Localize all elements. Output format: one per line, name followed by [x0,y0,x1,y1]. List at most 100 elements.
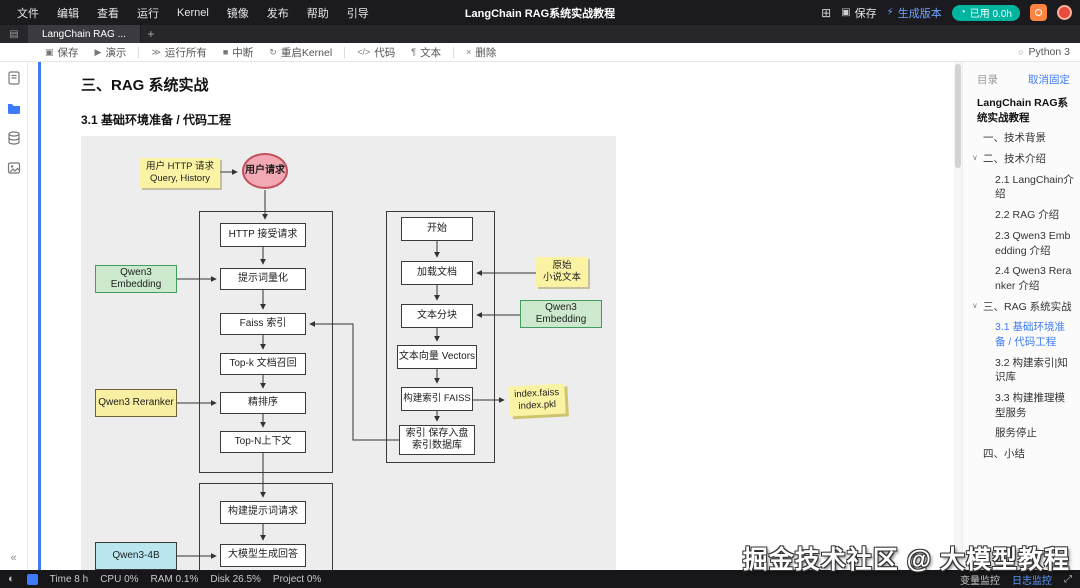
toolbar-restart-kernel-button[interactable]: ↻ 重启Kernel [262,45,339,60]
flow-node-split-text: 文本分块 [401,304,473,328]
log-monitor-button[interactable]: 日志监控 [1012,575,1052,587]
menu-item-image[interactable]: 镜像 [226,7,249,20]
usage-label: 已用 0.0h [969,9,1012,20]
toc-item-3-3-inference[interactable]: 3.3 构建推理模型服务 [995,392,1066,419]
toolbar-code-button[interactable]: </> 代码 [350,45,402,60]
chevron-down-icon[interactable]: ∨ [972,300,978,310]
toc-item-service-stop[interactable]: 服务停止 [995,427,1037,440]
section-heading: 三、RAG 系统实战 [81,77,209,94]
sidebar-notebook-icon[interactable] [6,70,22,86]
statusbar-left: ◐ Time 8 h CPU 0% RAM 0.1% Disk 26.5% Pr… [8,573,321,585]
camera-icon[interactable] [1030,4,1047,21]
metric-time: Time 8 h [49,573,89,585]
variable-monitor-button[interactable]: 变量监控 [960,575,1000,587]
app-logo-badge[interactable] [1057,5,1072,20]
menu-item-help[interactable]: 帮助 [306,7,329,20]
left-icon-rail: « [0,62,28,570]
menu-item-run[interactable]: 运行 [137,7,159,20]
toolbar-delete-button[interactable]: × 删除 [459,45,503,60]
toc-item-root[interactable]: LangChain RAG系统实战教程 [977,97,1068,124]
kernel-indicator[interactable]: ○ Python 3 [1018,46,1070,58]
toc-item-2-1-langchain[interactable]: 2.1 LangChain介绍 [995,173,1074,201]
flash-icon: ⚡ [886,7,894,18]
qwen3-embedding-right-node: Qwen3 Embedding [520,300,602,328]
flow-node-llm-answer: 大模型生成回答 [220,544,306,567]
usage-badge[interactable]: ◔ 已用 0.0h [951,4,1020,21]
qwen3-4b-node: Qwen3-4B [95,542,177,570]
toc-item-3-practice[interactable]: ∨ 三、RAG 系统实战 [963,297,1080,318]
kernel-name: Python 3 [1028,46,1070,58]
save-button[interactable]: ▣ 保存 [841,5,876,21]
toc-item-2-3-embedding[interactable]: 2.3 Qwen3 Embedding 介绍 [995,229,1071,257]
toolbar-run-all-button[interactable]: ≫ 运行所有 [144,45,213,60]
sidebar-toggle-icon[interactable]: ▤ [9,28,19,40]
flow-node-build-prompt: 构建提示词请求 [220,501,306,524]
generate-version-button[interactable]: ⚡ 生成版本 [887,5,942,21]
tab-label: LangChain RAG ... [42,28,126,40]
sidebar-dataset-icon[interactable] [6,130,22,146]
toc-item-2-intro[interactable]: ∨ 二、技术介绍 [963,149,1080,170]
scrollbar-thumb[interactable] [955,64,961,168]
menubar: 文件 编辑 查看 运行 Kernel 镜像 发布 帮助 引导 LangChain… [0,0,1080,25]
vertical-scrollbar [954,62,962,570]
expand-icon[interactable]: ⤢ [1064,573,1072,585]
metric-cpu: CPU 0% [100,573,139,585]
user-node: 用户请求 [242,153,288,189]
save-icon: ▣ [841,7,851,18]
tabbar: ▤ LangChain RAG ... + [0,25,1080,43]
save-label: 保存 [854,7,877,20]
toc-item-1-background[interactable]: 一、技术背景 [983,132,1046,145]
theme-toggle-icon[interactable]: ◐ [8,573,15,585]
project-status-icon[interactable] [26,573,38,585]
rail-bottom-controls: « [10,552,16,564]
flow-node-vectors: 文本向量 Vectors [397,345,477,369]
toc-header: 目录 取消固定 [963,72,1080,93]
toolbar-restart-label: 重启Kernel [280,46,333,59]
apps-grid-icon[interactable]: ⊞ [821,5,832,20]
statusbar: ◐ Time 8 h CPU 0% RAM 0.1% Disk 26.5% Pr… [0,570,1080,588]
retrieval-group-box [199,211,333,473]
toolbar-save-label: 保存 [57,46,79,59]
separator [453,46,455,58]
metric-project: Project 0% [272,573,322,585]
menu-item-view[interactable]: 查看 [97,7,119,20]
toc-item-4-summary[interactable]: 四、小结 [983,448,1025,461]
toolbar-interrupt-button[interactable]: ■ 中断 [216,45,260,60]
menu-item-edit[interactable]: 编辑 [57,7,79,20]
indexing-group-box [386,211,495,463]
markdown-cell[interactable]: 三、RAG 系统实战 3.1 基础环境准备 / 代码工程 [38,62,954,570]
toc-item-label: 三、RAG 系统实战 [983,300,1072,313]
menu-item-guide[interactable]: 引导 [346,7,369,20]
window-title: LangChain RAG系统实战教程 [464,7,616,20]
toc-unpin-link[interactable]: 取消固定 [1028,74,1070,86]
text-icon: ¶ [411,47,417,57]
menu-item-kernel[interactable]: Kernel [177,6,209,19]
menu-item-file[interactable]: 文件 [17,7,39,20]
user-request-note: 用户 HTTP 请求 Query, History [140,158,220,188]
statusbar-right: 变量监控 日志监控 ⤢ [960,572,1072,587]
toc-item-label: 二、技术介绍 [983,153,1046,166]
sidebar-images-icon[interactable] [6,160,22,176]
flow-node-save-index: 索引 保存入盘 索引数据库 [399,425,475,455]
toc-item-2-4-reranker[interactable]: 2.4 Qwen3 Reranker 介绍 [995,265,1072,292]
new-tab-button[interactable]: + [147,27,155,41]
generation-group-box [199,483,333,570]
tab-langchain-rag[interactable]: LangChain RAG ... [28,25,141,43]
flow-node-start: 开始 [401,217,473,241]
toc-item-3-2-index[interactable]: 3.2 构建索引|知识库 [995,356,1068,384]
toc-item-2-2-rag[interactable]: 2.2 RAG 介绍 [995,209,1060,222]
toc-item-3-1-env[interactable]: 3.1 基础环境准备 / 代码工程 [995,321,1066,348]
toc-title: 目录 [977,74,998,86]
collapse-sidebar-icon[interactable]: « [10,552,17,564]
menu-item-publish[interactable]: 发布 [266,7,289,20]
toolbar-present-button[interactable]: ▶ 演示 [88,45,134,60]
diagram-arrows [177,169,536,559]
toolbar-text-button[interactable]: ¶ 文本 [404,45,448,60]
sidebar-files-icon[interactable] [6,100,22,116]
kernel-status-icon: ○ [1018,47,1024,57]
chevron-down-icon[interactable]: ∨ [972,153,978,163]
toolbar-save-button[interactable]: ▣ 保存 [38,45,86,60]
save-icon: ▣ [45,46,54,57]
main-menu: 文件 编辑 查看 运行 Kernel 镜像 发布 帮助 引导 [8,5,378,21]
flow-node-topk: Top-k 文档召回 [220,353,306,375]
